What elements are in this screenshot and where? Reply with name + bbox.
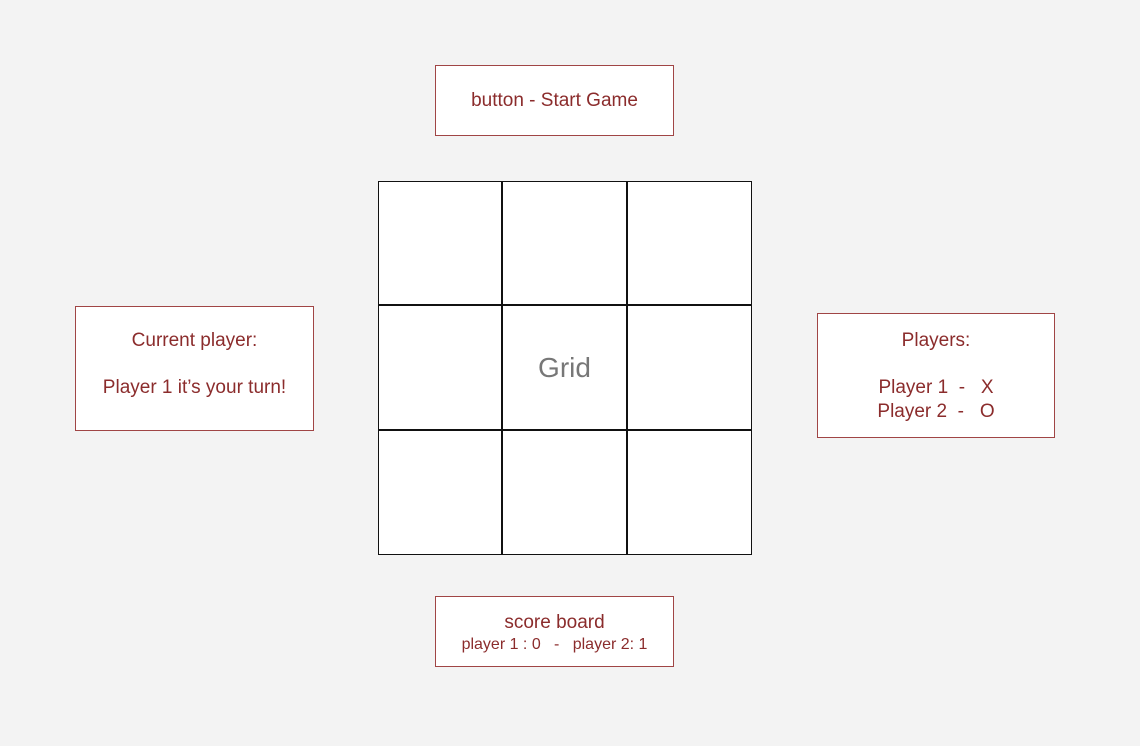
score-board: score board player 1 : 0 - player 2: 1 bbox=[435, 596, 674, 667]
players-panel: Players: Player 1 - X Player 2 - O bbox=[817, 313, 1055, 438]
grid-cell-4[interactable] bbox=[379, 306, 503, 431]
grid-cell-8[interactable] bbox=[503, 431, 628, 554]
player-2-symbol: Player 2 - O bbox=[877, 401, 995, 422]
current-player-panel: Current player: Player 1 it’s your turn! bbox=[75, 306, 314, 431]
grid-label: Grid bbox=[538, 351, 591, 383]
start-game-button-label: button - Start Game bbox=[471, 89, 638, 111]
grid-cell-6[interactable] bbox=[628, 306, 751, 431]
player-1-symbol: Player 1 - X bbox=[878, 377, 994, 398]
score-board-title: score board bbox=[504, 612, 605, 633]
grid-cell-3[interactable] bbox=[628, 182, 751, 306]
players-title: Players: bbox=[901, 330, 971, 351]
current-player-message: Player 1 it’s your turn! bbox=[102, 377, 287, 398]
grid-cell-7[interactable] bbox=[379, 431, 503, 554]
grid-cell-2[interactable] bbox=[503, 182, 628, 306]
start-game-button[interactable]: button - Start Game bbox=[435, 65, 674, 136]
game-grid: Grid bbox=[378, 181, 752, 555]
grid-cell-5[interactable]: Grid bbox=[503, 306, 628, 431]
current-player-title: Current player: bbox=[131, 330, 258, 351]
grid-cell-9[interactable] bbox=[628, 431, 751, 554]
grid-cell-1[interactable] bbox=[379, 182, 503, 306]
score-board-scores: player 1 : 0 - player 2: 1 bbox=[461, 636, 648, 653]
